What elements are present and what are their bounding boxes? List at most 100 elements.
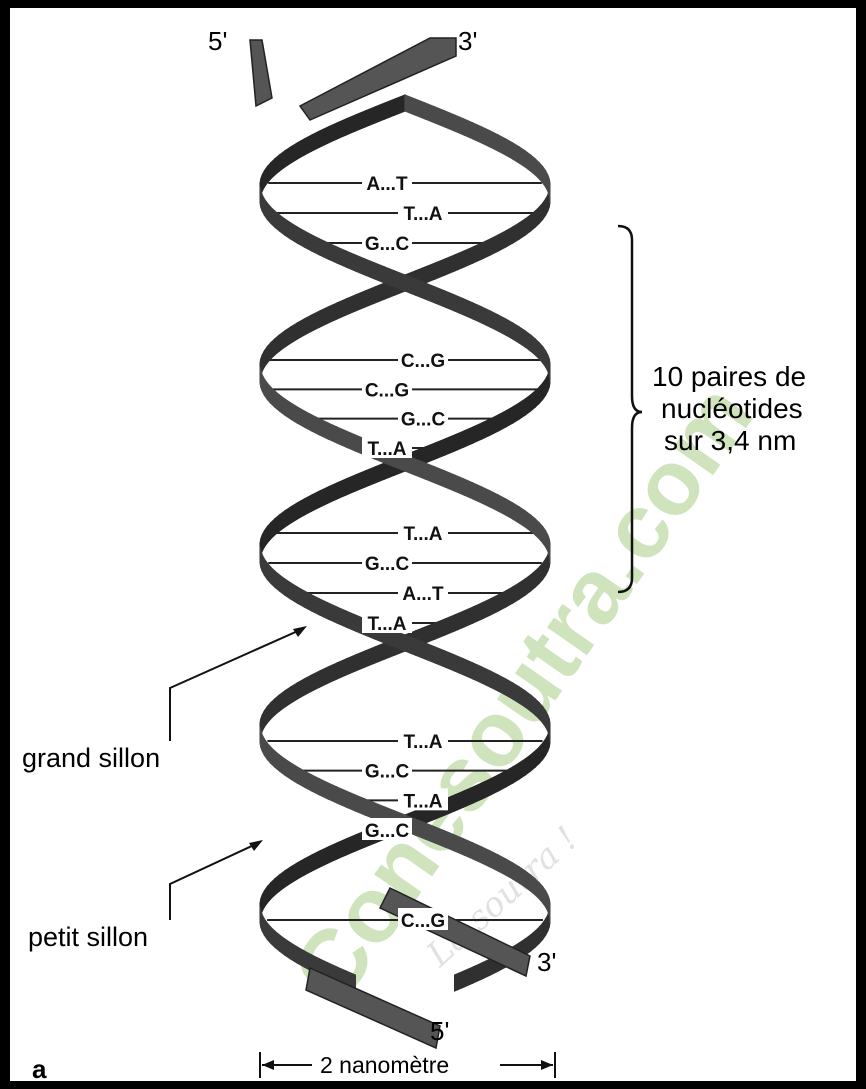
base-pair-label: G...C: [365, 762, 410, 783]
strand-a-segment: [535, 339, 539, 359]
strand-a-segment: [445, 651, 455, 671]
strand-b-segment: [304, 771, 312, 791]
strand-b-segment: [435, 467, 445, 487]
strand-a-segment: [498, 675, 506, 695]
strand-a-segment: [455, 655, 464, 675]
strand-b-segment: [445, 255, 455, 275]
strand-b-segment: [490, 595, 498, 615]
strand-a-segment: [320, 487, 328, 507]
strand-b-segment: [473, 603, 482, 623]
strand-b-segment: [291, 323, 298, 343]
strand-b-segment: [490, 131, 498, 151]
strand-b-segment: [346, 655, 355, 675]
strand-b-segment: [535, 519, 539, 539]
strand-b-segment: [328, 663, 337, 683]
strand-a-segment: [519, 399, 525, 419]
strand-a-segment: [279, 575, 284, 595]
strand-a-segment: [482, 307, 490, 327]
strand-b-segment: [445, 111, 455, 131]
strand-a-segment: [285, 867, 291, 887]
strand-a-segment: [312, 595, 320, 615]
strand-b-segment: [435, 827, 445, 847]
strand-b-segment: [435, 259, 445, 279]
strand-a-segment: [513, 403, 520, 423]
petit-sillon-arrowhead: [249, 840, 263, 851]
strand-b-segment: [513, 143, 520, 163]
strand-a-segment: [464, 299, 473, 319]
strand-a-segment: [445, 435, 455, 455]
strand-b-segment: [279, 331, 284, 351]
strand-b-segment: [498, 591, 506, 611]
strand-a-segment: [297, 139, 304, 159]
strand-b-segment: [346, 791, 355, 811]
strand-a-segment: [525, 331, 530, 351]
strand-a-segment: [464, 427, 473, 447]
strand-a-segment: [285, 507, 291, 527]
strand-b-segment: [506, 139, 513, 159]
strand-b-segment: [445, 831, 455, 851]
strand-b-segment: [285, 687, 291, 707]
strand-b-segment: [513, 863, 520, 883]
grand-sillon-arrowhead: [293, 626, 307, 637]
strand-a-segment: [297, 947, 304, 967]
strand-b-segment: [513, 223, 520, 243]
strand-b-segment: [297, 767, 304, 787]
base-pair-label: C...G: [401, 911, 445, 932]
strand-a-segment: [275, 571, 280, 591]
strand-a-segment: [304, 495, 312, 515]
strand-b-segment: [482, 847, 490, 867]
strand-a-segment: [337, 247, 346, 267]
strand-b-segment: [482, 487, 490, 507]
strand-b-segment: [415, 99, 425, 119]
strand-b-segment: [297, 319, 304, 339]
strand-a-segment: [415, 639, 425, 659]
strand-a-segment: [297, 859, 304, 879]
strand-a-segment: [482, 419, 490, 439]
strand-b-segment: [445, 471, 455, 491]
strand-a-segment: [435, 287, 445, 307]
strand-b-segment: [473, 123, 482, 143]
strand-a-segment: [328, 123, 337, 143]
strand-b-segment: [455, 475, 464, 495]
petit-sillon-label: petit sillon: [28, 922, 148, 952]
strand-b-segment: [535, 879, 539, 899]
strand-b-segment: [435, 107, 445, 127]
strand-b-segment: [291, 683, 298, 703]
strand-a-segment: [513, 683, 520, 703]
strand-a-segment: [271, 567, 275, 587]
strand-a-segment: [490, 415, 498, 435]
strand-a-segment: [275, 515, 280, 535]
strand-b-segment: [498, 855, 506, 875]
strand-b-segment: [337, 659, 346, 679]
strand-a-segment: [498, 411, 506, 431]
strand-a-segment: [506, 407, 513, 427]
strand-b-segment: [275, 335, 280, 355]
strand-b-segment: [415, 459, 425, 479]
label-top-5-prime: 5': [208, 26, 227, 56]
base-pair-label: T...A: [403, 204, 442, 225]
strand-a-segment: [346, 835, 355, 855]
strand-b-segment: [464, 247, 473, 267]
strand-a-segment: [312, 851, 320, 871]
strand-a-segment: [304, 591, 312, 611]
strand-b-segment: [320, 667, 328, 687]
strand-a-segment: [328, 243, 337, 263]
strand-a-segment: [365, 107, 375, 127]
strand-b-segment: [445, 615, 455, 635]
strand-a-segment: [271, 207, 275, 227]
strand-a-segment: [297, 499, 304, 519]
label-top-3-prime: 3': [458, 26, 477, 56]
grand-sillon-label: grand sillon: [22, 743, 160, 773]
strand-b-segment: [531, 515, 536, 535]
strand-b-segment: [337, 427, 346, 447]
strand-a-segment: [275, 211, 280, 231]
strand-b-segment: [285, 327, 291, 347]
strand-b-segment: [531, 211, 536, 231]
strand-a-segment: [285, 939, 291, 959]
strand-a-segment: [455, 791, 464, 811]
strand-a-segment: [337, 839, 346, 859]
strand-a-segment: [328, 603, 337, 623]
strand-b-segment: [525, 935, 530, 955]
strand-b-segment: [490, 235, 498, 255]
strand-a-segment: [375, 463, 385, 483]
